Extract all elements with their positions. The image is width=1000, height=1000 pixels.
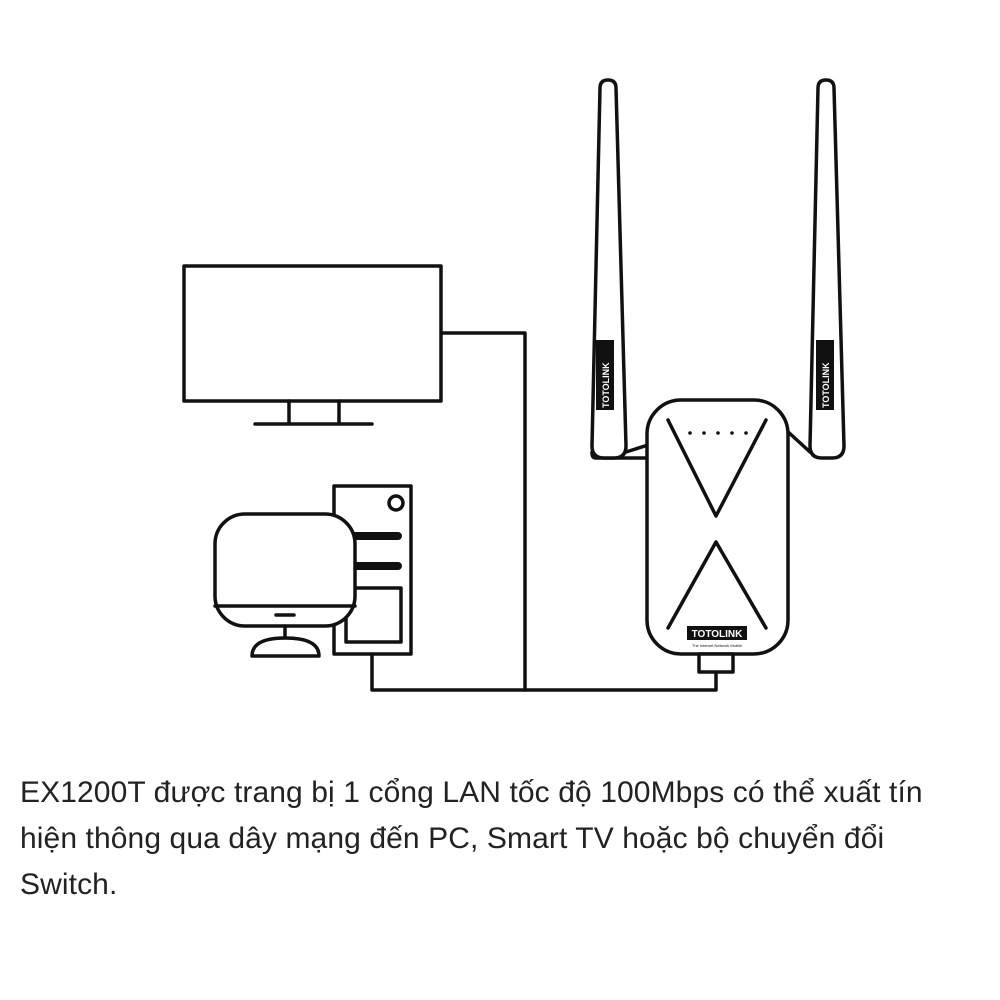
extender-body	[645, 398, 790, 656]
smart-tv-icon	[182, 264, 443, 426]
network-connection-diagram: TOTOLINK TOTOLINK TOTOLINK The Internet …	[182, 78, 846, 692]
left-antenna-brand: TOTOLINK	[601, 362, 611, 408]
extender-logo: TOTOLINK The Internet Network Mobile	[687, 626, 747, 648]
lan-cables	[370, 331, 718, 692]
description-caption: EX1200T được trang bị 1 cổng LAN tốc độ …	[20, 776, 923, 901]
extender-lower-triangle	[666, 540, 768, 630]
tv-screen	[182, 264, 443, 403]
range-extender-icon: TOTOLINK TOTOLINK TOTOLINK The Internet …	[590, 78, 846, 674]
pc-monitor	[213, 512, 357, 628]
status-led-dots	[688, 431, 748, 435]
left-antenna: TOTOLINK	[590, 78, 650, 460]
left-antenna-connector	[624, 443, 650, 454]
extender-logo-tagline: The Internet Network Mobile	[692, 643, 743, 648]
pc-cable	[370, 648, 718, 692]
right-antenna-connector	[784, 428, 812, 454]
tv-neck	[287, 399, 341, 425]
lan-port	[697, 652, 735, 674]
right-antenna-brand: TOTOLINK	[821, 362, 831, 408]
extender-upper-triangle	[666, 418, 768, 518]
extender-logo-text: TOTOLINK	[692, 629, 744, 640]
tv-cable	[439, 331, 527, 692]
desktop-pc-icon	[213, 484, 413, 658]
right-antenna: TOTOLINK	[808, 78, 846, 460]
pc-power-button	[387, 494, 405, 512]
pc-monitor-stand	[250, 636, 321, 658]
